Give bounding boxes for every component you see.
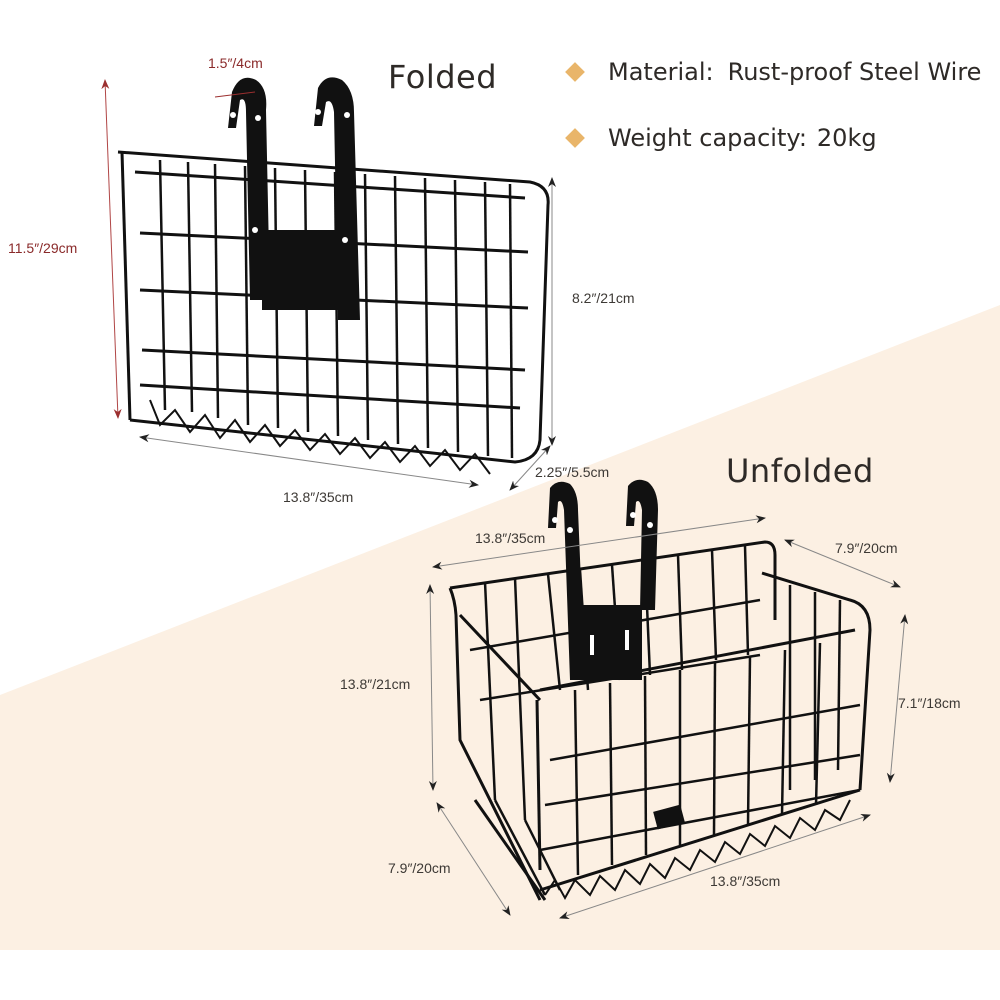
unfolded-bottom-width-label: 13.8″/35cm [710,873,781,889]
feature-weight-value: 20kg [816,124,877,152]
feature-weight-capacity: Weight capacity: 20kg [565,124,877,152]
unfolded-top-width-label: 13.8″/35cm [475,530,546,546]
folded-basket-drawing [117,150,550,475]
folded-width-label: 13.8″/35cm [283,489,354,505]
folded-total-height-label: 11.5″/29cm [8,240,78,256]
diamond-bullet-icon [565,128,585,148]
folded-hook-width-label: 1.5″/4cm [208,55,263,71]
folded-basket-height-label: 8.2″/21cm [572,290,635,306]
folded-depth-label: 2.25″/5.5cm [535,464,610,480]
feature-material: Material: Rust-proof Steel Wire [565,58,982,86]
folded-hook-bracket [228,77,360,320]
folded-title: Folded [388,58,498,96]
unfolded-basket-drawing [448,540,872,901]
feature-material-value: Rust-proof Steel Wire [727,58,982,86]
unfolded-right-height-label: 7.1″/18cm [898,695,961,711]
feature-material-label: Material: [608,58,714,86]
feature-weight-label: Weight capacity: [608,124,807,152]
unfolded-bottom-depth-label: 7.9″/20cm [388,860,451,876]
unfolded-hook-bracket [548,479,685,830]
unfolded-title: Unfolded [726,452,874,490]
unfolded-top-depth-label: 7.9″/20cm [835,540,898,556]
diamond-bullet-icon [565,62,585,82]
unfolded-left-height-label: 13.8″/21cm [340,676,411,692]
